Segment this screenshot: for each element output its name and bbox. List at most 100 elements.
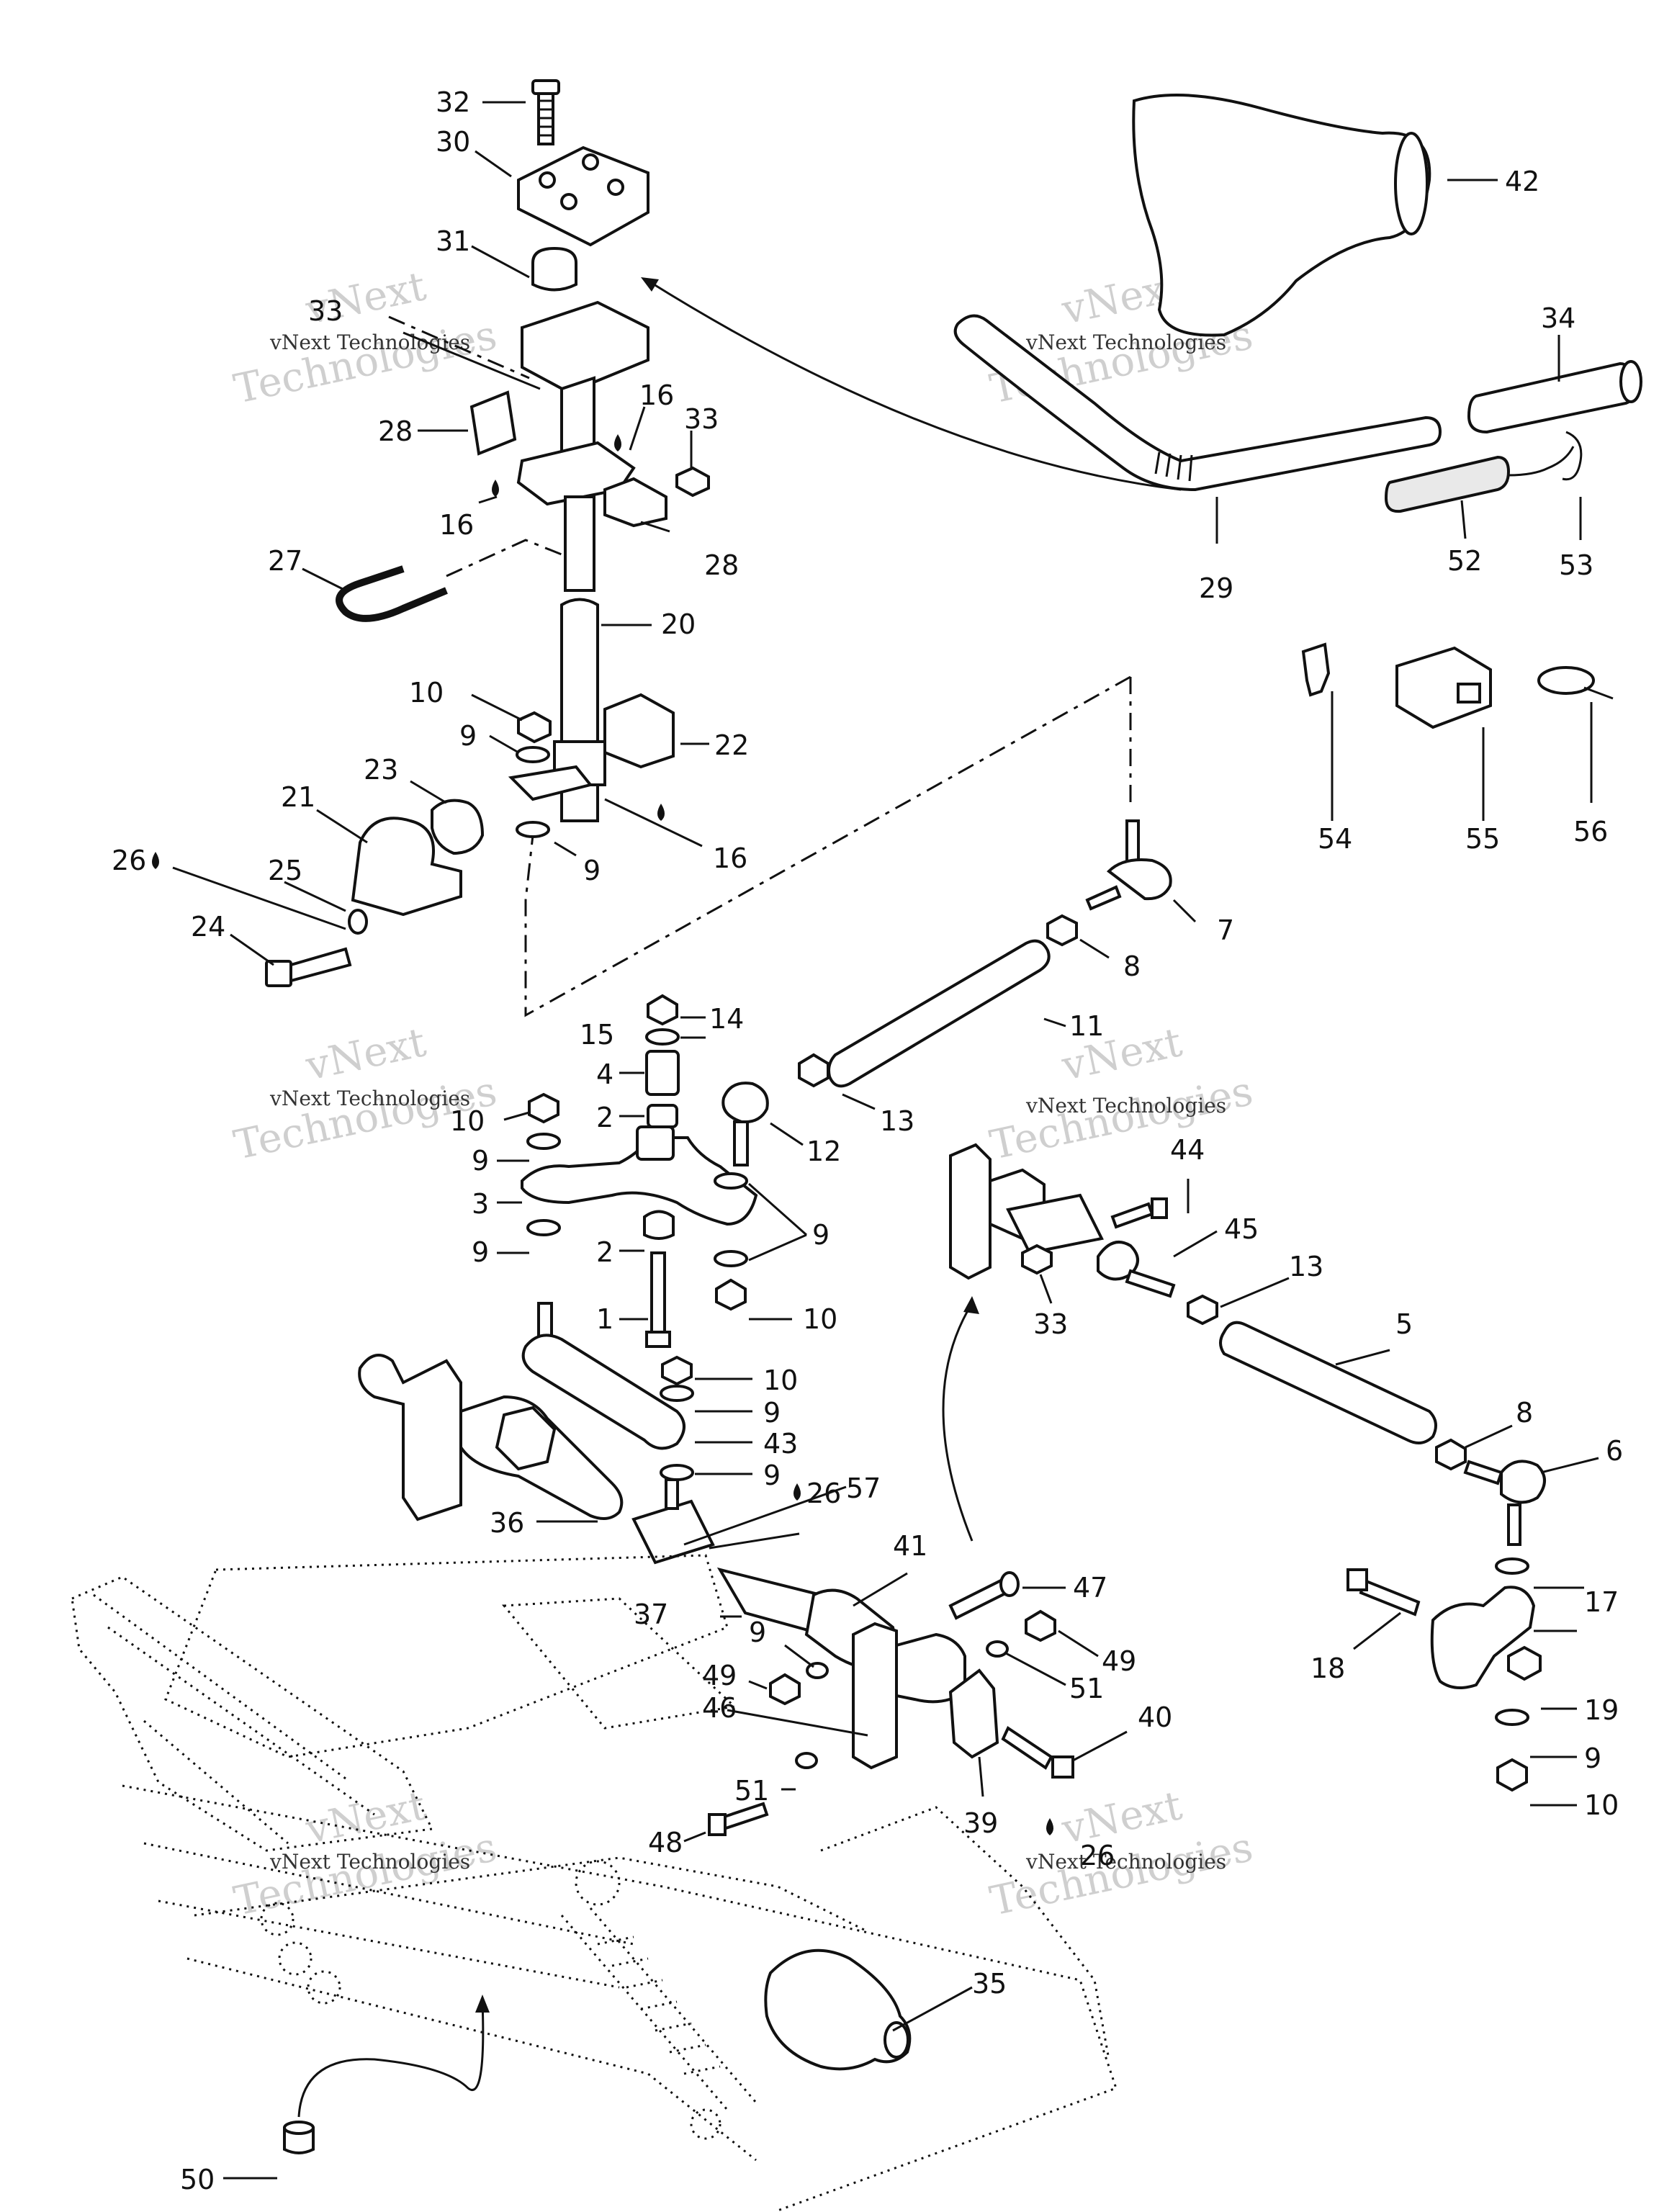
grip-34-end xyxy=(1619,360,1642,403)
bushing-2-lower xyxy=(643,1210,675,1240)
washer-9-arm-right xyxy=(714,1172,748,1190)
watermark-bottom-left: vNext Technologies vNext Technologies xyxy=(230,1782,500,1925)
arrow-shaft-to-mount xyxy=(942,1303,974,1542)
frame-tube-end-3 xyxy=(307,1970,341,2005)
callout-29: 29 xyxy=(1199,572,1233,604)
bolt-18 xyxy=(1359,1578,1421,1617)
spindle-arm-17 xyxy=(1430,1586,1536,1689)
callout-25: 25 xyxy=(268,855,302,886)
callout-labels: 32 30 31 33 28 16 16 33 28 27 20 10 9 22… xyxy=(112,86,1623,2195)
rod-end-6-thread xyxy=(1463,1460,1503,1485)
bolt-18-head xyxy=(1346,1568,1368,1591)
callout-1: 1 xyxy=(596,1303,613,1335)
washer-51-left xyxy=(795,1752,818,1769)
callout-5: 5 xyxy=(1395,1308,1413,1340)
nut-14 xyxy=(647,994,678,1026)
nut-10-pitman xyxy=(661,1355,693,1386)
steering-arm-3 xyxy=(521,1136,758,1226)
frame-spring xyxy=(560,1907,757,2110)
oil-drop-icon xyxy=(1046,1818,1053,1835)
handlebar-pad-42 xyxy=(1132,94,1431,337)
callout-37: 37 xyxy=(634,1599,668,1630)
callout-32: 32 xyxy=(436,86,470,118)
bolt-40 xyxy=(1001,1726,1053,1770)
callout-43: 43 xyxy=(763,1428,798,1460)
bolt-40-head xyxy=(1051,1755,1074,1779)
bushing-23 xyxy=(431,799,485,855)
frame-cross-member xyxy=(164,1554,729,1758)
watermark-top-left: vNext Technologies vNext Technologies xyxy=(230,263,500,413)
rod-end-45 xyxy=(1097,1241,1139,1281)
callout-9: 9 xyxy=(763,1460,781,1491)
callout-56: 56 xyxy=(1573,816,1608,848)
washer-25 xyxy=(348,909,368,935)
callout-34: 34 xyxy=(1541,302,1575,334)
callout-41: 41 xyxy=(893,1530,927,1562)
nut-49-right xyxy=(1025,1609,1056,1642)
nut-49-left xyxy=(769,1673,801,1706)
frame-tunnel xyxy=(501,1597,737,1730)
arrowhead-mount xyxy=(963,1296,979,1314)
callout-7: 7 xyxy=(1217,914,1234,946)
dashdot-line-clamp xyxy=(388,315,530,379)
leader-lines xyxy=(172,101,1599,2180)
pitman-assembly xyxy=(358,1302,1074,1836)
callout-36: 36 xyxy=(490,1507,524,1539)
handlebar-knurl xyxy=(1154,451,1193,482)
arrow-handlebar-to-column xyxy=(647,279,1182,491)
washer-51-right xyxy=(986,1640,1009,1658)
handlebar-29 xyxy=(953,314,1442,492)
stud-7 xyxy=(1125,819,1140,866)
callout-2: 2 xyxy=(596,1102,613,1133)
callout-10: 10 xyxy=(763,1364,798,1396)
bushing-2-sleeve xyxy=(636,1125,675,1161)
callout-45: 45 xyxy=(1224,1213,1259,1245)
half-bushing-31 xyxy=(531,246,577,292)
column-support-21 xyxy=(351,817,462,917)
cable-tie-56 xyxy=(1537,666,1595,695)
bolt-48-head xyxy=(708,1813,727,1836)
callout-51: 51 xyxy=(1069,1673,1104,1704)
bolt-1-head xyxy=(645,1331,671,1348)
bolt-44 xyxy=(1110,1202,1154,1229)
grommet-50-top xyxy=(283,2121,315,2135)
washer-9-column-lower xyxy=(516,821,550,838)
set-screw-57 xyxy=(665,1478,679,1510)
callout-13: 13 xyxy=(1289,1251,1323,1282)
oil-drop-icon xyxy=(152,852,159,869)
watermark-text: vNext Technologies xyxy=(269,1850,470,1874)
callout-9: 9 xyxy=(472,1145,489,1177)
steering-boot-35-end xyxy=(884,2021,909,2059)
callout-9: 9 xyxy=(583,855,601,886)
frame-tube-end-2 xyxy=(278,1941,313,1976)
callout-50: 50 xyxy=(180,2164,215,2195)
frame-left-rail xyxy=(71,1575,434,1852)
callout-6: 6 xyxy=(1606,1435,1623,1467)
grip-34 xyxy=(1467,361,1637,434)
callout-19: 19 xyxy=(1584,1694,1619,1726)
cable-tie-56-tail xyxy=(1583,686,1614,700)
shaft-bracket-46 xyxy=(852,1622,898,1770)
tie-rod-lower-assembly xyxy=(949,1143,1546,1792)
callout-10: 10 xyxy=(409,677,444,709)
callout-15: 15 xyxy=(580,1019,614,1051)
rod-end-12 xyxy=(721,1082,769,1124)
arrow-grommet-to-frame xyxy=(297,2001,485,2118)
arrowhead-frame xyxy=(475,1995,490,2013)
dashdot-line-steering xyxy=(524,675,1132,1017)
heated-grip-52 xyxy=(1384,455,1511,513)
callout-57: 57 xyxy=(846,1473,881,1504)
steering-boot-35 xyxy=(764,1948,912,2071)
callout-3: 3 xyxy=(472,1188,489,1220)
nut-13-lower xyxy=(1187,1294,1218,1326)
callout-21: 21 xyxy=(281,781,315,813)
tie-rod-11 xyxy=(827,939,1051,1088)
callout-49: 49 xyxy=(702,1660,737,1691)
callout-52: 52 xyxy=(1447,545,1482,577)
bolt-24 xyxy=(265,947,352,987)
callout-55: 55 xyxy=(1465,823,1500,855)
collar-nut-36 xyxy=(495,1406,557,1471)
callout-8: 8 xyxy=(1123,950,1141,982)
handlebar-assembly xyxy=(953,94,1642,729)
